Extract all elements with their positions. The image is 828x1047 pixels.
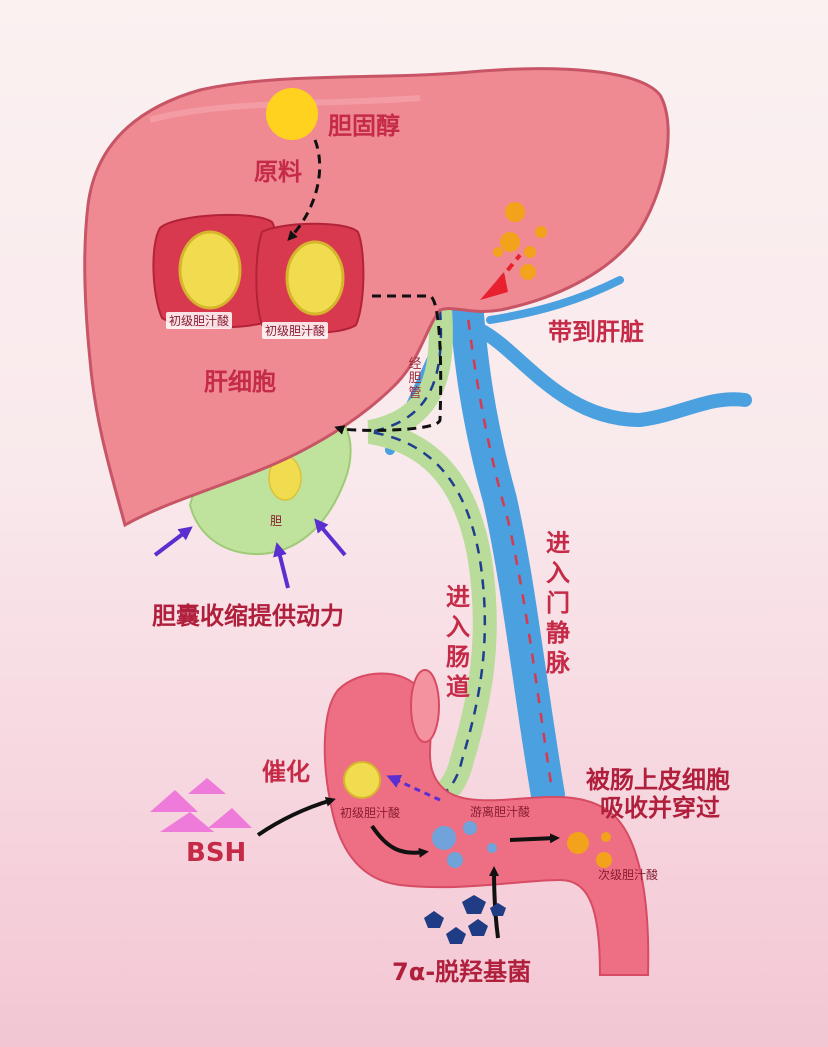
red-return-arrow-head: [480, 272, 508, 300]
bacteria-pentagons-icon: [424, 895, 506, 944]
bile-into-intestine-arrow: [386, 774, 441, 802]
label-bacteria: 7α-脱羟基菌: [392, 958, 532, 986]
contraction-arrows: [153, 518, 347, 589]
bacteria-arrow: [489, 866, 500, 939]
cell-to-gallbladder-arrow: [334, 294, 443, 435]
label-cholesterol: 胆固醇: [328, 112, 400, 140]
cholesterol-sun-icon: [266, 88, 318, 140]
label-bile-duct: 经胆管: [408, 357, 422, 401]
label-gallbladder-mark: 胆: [270, 514, 283, 528]
label-back-to-liver: 带到肝脏: [548, 318, 644, 346]
label-hepatocyte: 肝细胞: [204, 368, 276, 396]
label-primary-bile-acid-intestine: 初级胆汁酸: [340, 806, 401, 820]
label-bsh: BSH: [186, 838, 247, 868]
primary-bile-acid-blob-2: [285, 240, 345, 316]
label-into-portal-vein: 进入门静脉: [546, 529, 570, 677]
returning-bile-droplets: [493, 202, 547, 280]
free-to-secondary-arrow: [509, 833, 560, 844]
label-absorbed-line2: 吸收并穿过: [600, 794, 720, 822]
hepatocyte-cell-2: [255, 222, 365, 335]
label-absorbed-line1: 被肠上皮细胞: [586, 766, 730, 794]
label-catalysis: 催化: [262, 758, 310, 786]
label-primary-bile-acid-cell-1: 初级胆汁酸: [166, 312, 233, 329]
hepatocyte-cell-1: [152, 213, 280, 329]
label-gallbladder-power: 胆囊收缩提供动力: [152, 602, 344, 630]
label-raw-material: 原料: [254, 158, 302, 186]
label-secondary-bile-acid: 次级胆汁酸: [598, 868, 659, 882]
label-primary-bile-acid-cell-2: 初级胆汁酸: [262, 322, 329, 339]
intestine-primary-bile-icon: [343, 761, 381, 799]
bile-duct: [367, 298, 497, 814]
intestine: [323, 669, 650, 976]
bsh-triangles-icon: [150, 778, 252, 832]
cholesterol-to-cell-arrow: [287, 139, 322, 241]
label-deconjugated-bile-acid: 游离胆汁酸: [470, 805, 531, 819]
label-into-intestine: 进入肠道: [446, 583, 470, 701]
bsh-catalysis-arrow: [256, 796, 336, 837]
primary-bile-acid-blob-1: [178, 230, 242, 310]
primary-to-free-arrow: [370, 824, 429, 858]
